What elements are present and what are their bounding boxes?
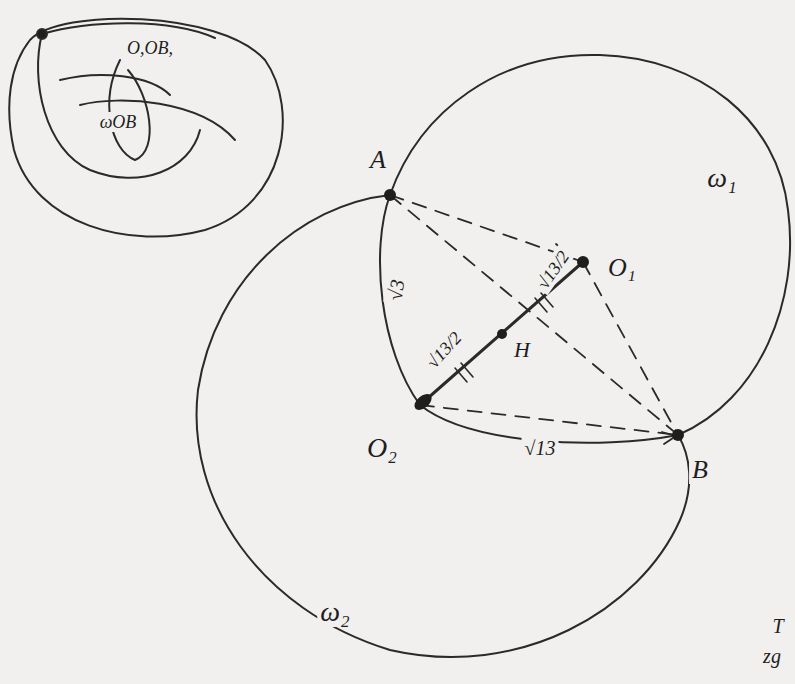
length-label: √13/2: [421, 326, 468, 375]
point-label: H: [511, 338, 533, 362]
sketch-note: ωOB: [97, 112, 140, 132]
point-o2: [411, 391, 434, 413]
small-arc: [60, 75, 170, 95]
point-label: O₁: [605, 254, 639, 282]
length-label: √3: [383, 275, 409, 305]
point-label: B: [689, 456, 711, 484]
segment-o1-b: [583, 262, 678, 435]
point-label: O₂: [364, 433, 400, 463]
circle-w1: [380, 55, 790, 443]
small-outline: [9, 19, 283, 237]
common-chord: [390, 195, 678, 435]
sketch-note: O,OB,: [124, 38, 176, 58]
small-arc: [80, 101, 235, 140]
small-arc: [38, 34, 200, 178]
small-arc: [42, 23, 215, 38]
circle-w2: [197, 195, 690, 657]
circle-label: ω₂: [317, 597, 353, 627]
length-label: √13: [522, 437, 559, 459]
point-h: [497, 329, 507, 339]
point-b: [672, 429, 684, 441]
tick-mark: [535, 293, 553, 312]
segment-o2-o1: [420, 262, 583, 405]
length-label: √13/2: [531, 245, 575, 296]
point-o1: [577, 256, 589, 268]
margin-note: zg: [760, 645, 784, 667]
point-a: [384, 189, 396, 201]
tick-mark: [455, 363, 473, 382]
small-point: [37, 29, 47, 39]
segment-o2-b: [420, 405, 678, 435]
point-label: A: [367, 146, 389, 174]
circle-label: ω₁: [704, 163, 740, 193]
margin-note: T: [769, 615, 786, 637]
